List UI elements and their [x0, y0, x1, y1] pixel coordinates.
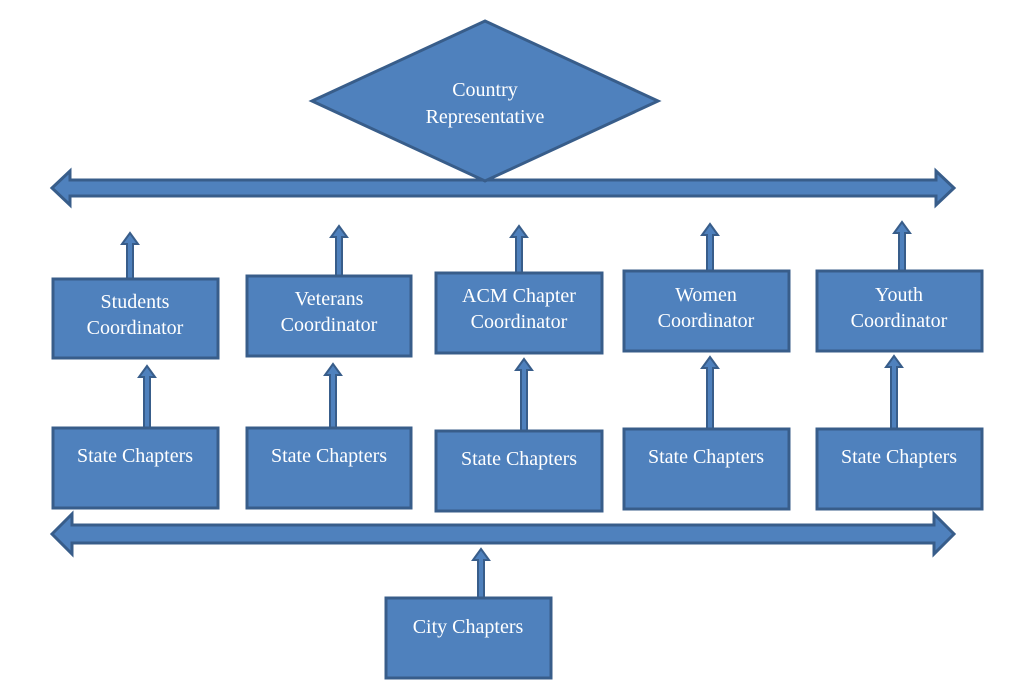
state-chapters-label: State Chapters	[77, 445, 193, 467]
coordinator-box	[245, 274, 413, 358]
coordinator-label-line1: Students	[101, 291, 170, 313]
coordinator-label-line2: Coordinator	[87, 317, 184, 339]
up-arrow-to-bar	[329, 224, 349, 277]
city-chapters-label: City Chapters	[413, 616, 524, 638]
state-chapters-label: State Chapters	[841, 446, 957, 468]
state-chapters-label: State Chapters	[271, 445, 387, 467]
up-arrow-to-coordinator	[884, 354, 904, 430]
coordinator-label-line2: Coordinator	[471, 311, 568, 333]
coordinator-box	[815, 269, 984, 353]
up-arrow-to-bar	[892, 220, 912, 272]
up-arrow-to-coordinator	[137, 364, 157, 429]
column-veterans: Veterans Coordinator State Chapters	[245, 224, 413, 510]
state-chapters-box	[815, 427, 984, 511]
column-youth: Youth Coordinator State Chapters	[815, 220, 984, 511]
column-acm: ACM Chapter Coordinator State Chapters	[434, 224, 604, 513]
up-arrow-to-coordinator	[700, 355, 720, 430]
top-double-arrow	[49, 167, 957, 209]
coordinator-label-line2: Coordinator	[658, 310, 755, 332]
column-women: Women Coordinator State Chapters	[622, 222, 791, 511]
country-representative-diamond	[308, 19, 662, 183]
column-students: Students Coordinator State Chapters	[51, 231, 220, 510]
up-arrow-to-bottom-bar	[471, 547, 491, 599]
state-chapters-box	[51, 426, 220, 510]
coordinator-label-line1: Youth	[875, 284, 923, 306]
state-chapters-label: State Chapters	[648, 446, 764, 468]
country-representative-node: Country Representative	[308, 19, 662, 183]
coordinator-box	[622, 269, 791, 353]
up-arrow-to-bar	[700, 222, 720, 272]
city-chapters-box	[384, 596, 553, 680]
coordinator-box	[434, 271, 604, 355]
state-chapters-box	[434, 429, 604, 513]
state-chapters-box	[622, 427, 791, 511]
coordinator-label-line2: Coordinator	[281, 314, 378, 336]
up-arrow-to-coordinator	[323, 362, 343, 429]
coordinator-label-line1: ACM Chapter	[462, 285, 576, 307]
up-arrow-to-bar	[509, 224, 529, 274]
city-chapters-node: City Chapters	[384, 547, 553, 680]
coordinator-label-line1: Veterans	[295, 288, 364, 310]
country-representative-label-line2: Representative	[426, 106, 545, 128]
up-arrow-to-coordinator	[514, 357, 534, 432]
coordinator-label-line1: Women	[675, 284, 737, 306]
country-representative-label-line1: Country	[452, 79, 518, 101]
coordinator-box	[51, 277, 220, 360]
state-chapters-label: State Chapters	[461, 448, 577, 470]
bottom-double-arrow	[49, 510, 957, 558]
up-arrow-to-bar	[120, 231, 140, 280]
state-chapters-box	[245, 426, 413, 510]
coordinator-label-line2: Coordinator	[851, 310, 948, 332]
